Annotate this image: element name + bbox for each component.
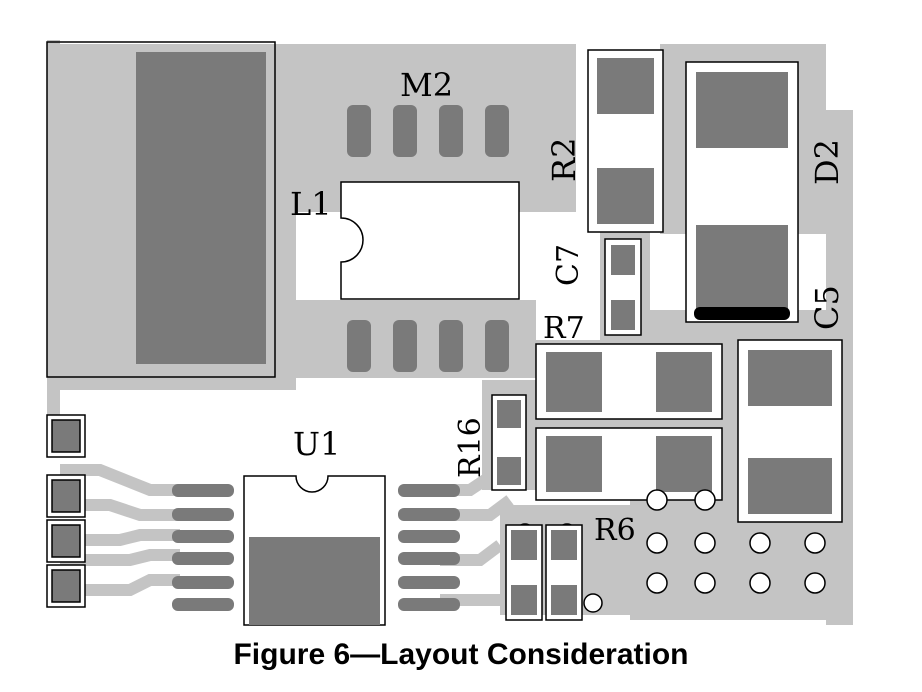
r2-pad-top xyxy=(597,58,654,114)
via xyxy=(646,572,668,594)
label-l1: L1 xyxy=(290,185,332,223)
u1-pin xyxy=(398,508,460,521)
label-u1: U1 xyxy=(293,425,340,463)
m2-pad xyxy=(347,105,371,157)
connector-pad xyxy=(51,524,81,558)
connector-pad xyxy=(51,569,81,603)
label-r6: R6 xyxy=(594,513,636,548)
label-d2: D2 xyxy=(808,139,846,185)
small-part-left-pad-top xyxy=(511,530,537,560)
connector-pads xyxy=(46,414,86,608)
c7-pad-top xyxy=(611,245,635,275)
u1-left-pins xyxy=(172,484,234,611)
via xyxy=(694,489,716,511)
u1-pin xyxy=(172,598,234,611)
trace xyxy=(60,529,180,546)
board-edge-step xyxy=(826,44,853,110)
u1-pin xyxy=(172,576,234,589)
pcb-layout-diagram: M2 L1 R2 D2 C7 R7 R6 C5 R16 xyxy=(46,40,853,626)
m2-pad xyxy=(393,105,417,157)
label-c7: C7 xyxy=(551,244,586,286)
large-component-pad xyxy=(136,52,266,364)
u1-thermal-pad xyxy=(249,537,380,625)
l1-body-fill xyxy=(341,182,519,299)
r16-pad-top xyxy=(497,400,521,428)
u1-left-traces xyxy=(60,464,180,596)
via xyxy=(749,532,771,554)
via-grid xyxy=(515,489,826,613)
r6-pad-right xyxy=(656,436,712,492)
u1-right-pins xyxy=(398,484,460,611)
u1-pin xyxy=(398,552,460,565)
small-part-left-pad-bottom xyxy=(511,585,537,615)
via xyxy=(583,593,603,613)
d2-cathode-band xyxy=(694,307,790,320)
large-component-outline xyxy=(46,41,276,378)
via xyxy=(694,532,716,554)
r7-pad-left xyxy=(546,352,602,412)
u1-pin xyxy=(398,576,460,589)
label-r16: R16 xyxy=(453,417,488,478)
via xyxy=(804,532,826,554)
u1-pin xyxy=(398,598,460,611)
c7-pad-bottom xyxy=(611,300,635,330)
d2-pad-top xyxy=(696,72,788,148)
via xyxy=(804,572,826,594)
u1-pin xyxy=(172,484,234,497)
m2-pad xyxy=(439,105,463,157)
l1-outline xyxy=(340,181,520,300)
m2-pad xyxy=(347,320,371,372)
trace xyxy=(60,574,180,596)
label-m2: M2 xyxy=(400,66,453,104)
r6-pad-left xyxy=(546,436,602,492)
copper-left-strip xyxy=(47,40,60,420)
u1-pin xyxy=(172,530,234,543)
u1-pin xyxy=(172,508,234,521)
u1-pin xyxy=(398,530,460,543)
u1-pin xyxy=(398,484,460,497)
trace xyxy=(60,464,180,496)
connector-pad xyxy=(51,479,81,513)
m2-pad xyxy=(485,320,509,372)
via xyxy=(694,572,716,594)
d2-pad-bottom xyxy=(696,225,788,313)
c5-pad-top xyxy=(748,350,832,406)
small-part-right-pad-bottom xyxy=(551,585,577,615)
small-part-right-pad-top xyxy=(551,530,577,560)
via xyxy=(646,489,668,511)
r16-pad-bottom xyxy=(497,457,521,485)
r7-pad-right xyxy=(656,352,712,412)
r2-pad-bottom xyxy=(597,168,654,224)
m2-pad xyxy=(393,320,417,372)
u1-pin xyxy=(172,552,234,565)
via xyxy=(749,572,771,594)
figure-caption: Figure 6—Layout Consideration xyxy=(233,638,689,671)
via xyxy=(646,532,668,554)
label-c5: C5 xyxy=(808,285,846,330)
m2-pad xyxy=(439,320,463,372)
m2-pad xyxy=(485,105,509,157)
connector-pad xyxy=(51,419,81,453)
m2-pads xyxy=(347,105,509,372)
label-r2: R2 xyxy=(545,138,583,182)
c5-pad-bottom xyxy=(748,458,832,514)
trace xyxy=(60,549,180,566)
label-r7: R7 xyxy=(543,311,585,346)
